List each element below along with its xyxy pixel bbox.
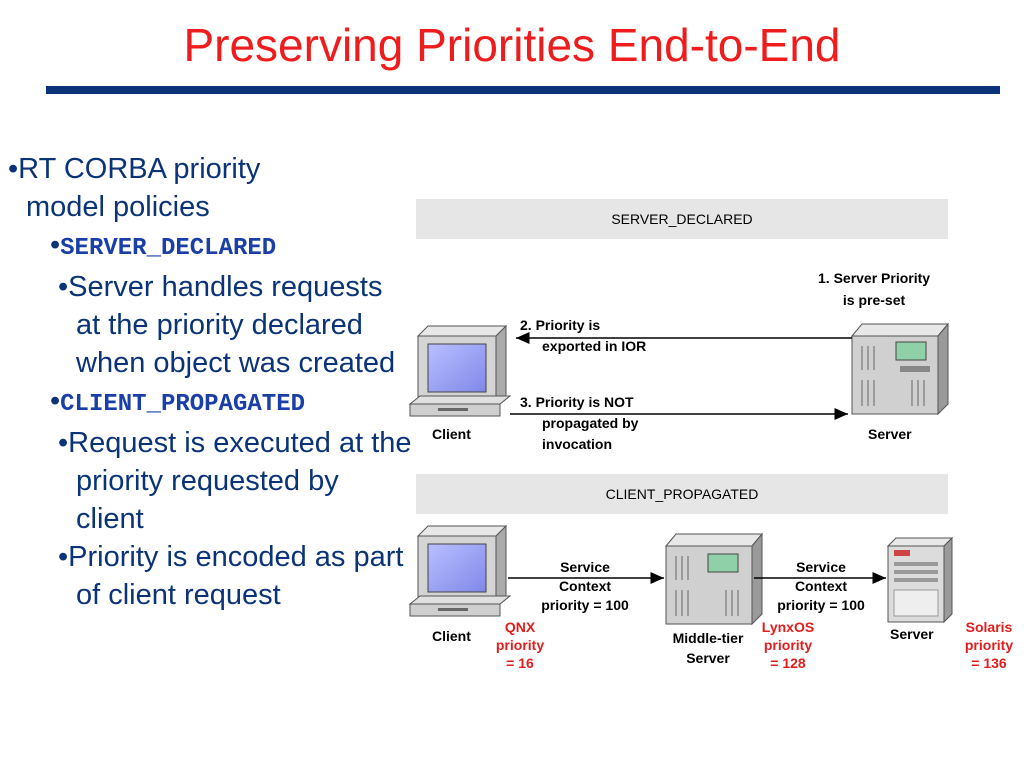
client-propagated-label: CLIENT_PROPAGATED bbox=[60, 391, 305, 418]
client-label-2: Client bbox=[432, 628, 471, 644]
bullet-server-declared: •SERVER_DECLARED bbox=[50, 229, 277, 262]
server-declared-label: SERVER_DECLARED bbox=[60, 235, 277, 262]
bullet-client-propagated-desc1: •Request is executed at the priority req… bbox=[58, 427, 412, 535]
bullet-client-propagated: •CLIENT_PROPAGATED bbox=[50, 385, 305, 418]
client-label: Client bbox=[432, 426, 471, 442]
bullet-client-propagated-desc2: •Priority is encoded as part of client r… bbox=[58, 541, 404, 611]
client-computer-icon bbox=[408, 324, 512, 417]
middle-tier-server-icon bbox=[664, 532, 764, 626]
server-icon bbox=[850, 322, 950, 416]
bullet-rt-corba-line2: model policies bbox=[26, 191, 210, 223]
client-computer-icon-2 bbox=[408, 524, 512, 617]
server-label-2: Server bbox=[890, 626, 934, 642]
bullet-list: •RT CORBA priority model policies •SERVE… bbox=[8, 150, 413, 614]
bullet-rt-corba: •RT CORBA priority model policies bbox=[8, 150, 413, 226]
client-propagated-header: CLIENT_PROPAGATED bbox=[416, 474, 948, 514]
bullet-rt-corba-line1: •RT CORBA priority bbox=[8, 153, 261, 185]
server-declared-header: SERVER_DECLARED bbox=[416, 199, 948, 239]
bullet-server-declared-desc: •Server handles requests at the priority… bbox=[58, 271, 396, 379]
server-label: Server bbox=[868, 426, 912, 442]
tower-server-icon bbox=[886, 536, 954, 624]
slide-title: Preserving Priorities End-to-End bbox=[183, 19, 841, 71]
title-rule bbox=[46, 86, 1000, 94]
